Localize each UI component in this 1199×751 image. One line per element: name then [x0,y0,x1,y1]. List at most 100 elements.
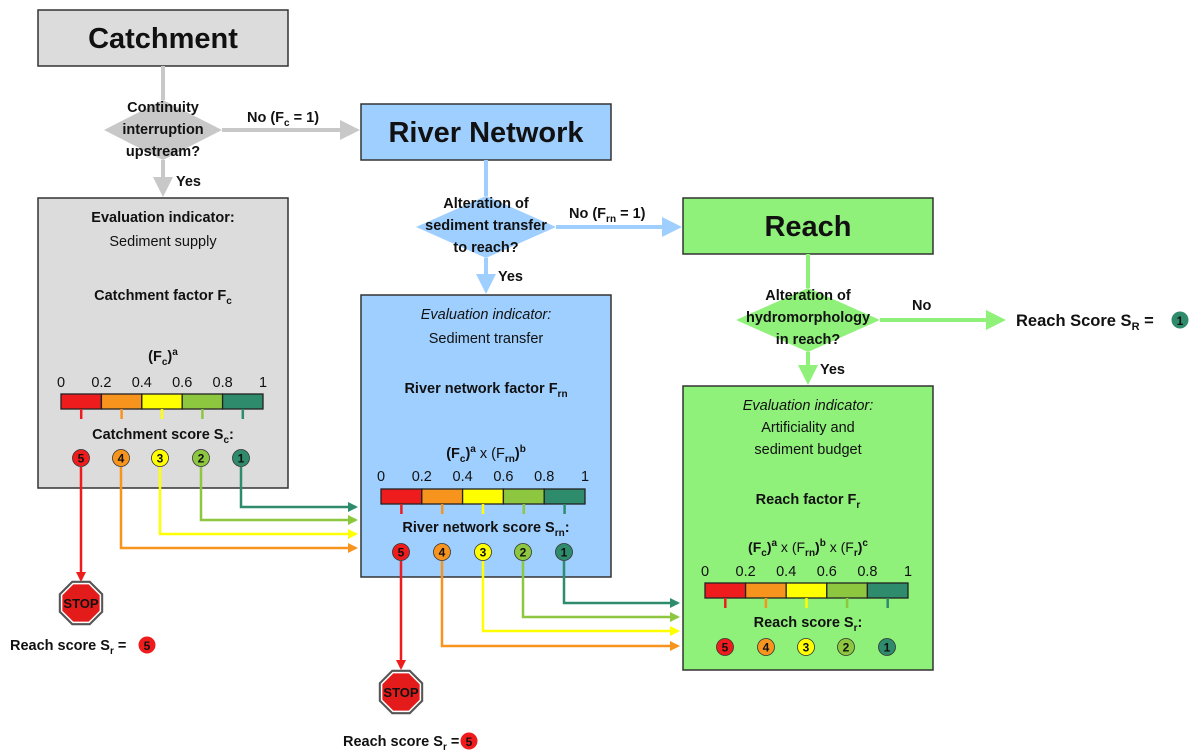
scale-tick-label: 0 [701,564,709,580]
reach-indicator-line-2: sediment budget [754,442,861,458]
scale-segment-5 [60,393,103,410]
network-title-box [360,103,612,161]
catchment-indicator: Sediment supply [109,234,217,250]
stop-2-result-badge [460,732,478,750]
scale-tick-label: 0.4 [132,375,152,391]
scale-segment-2 [181,393,224,410]
scale-segment-4 [744,582,787,599]
catchment-score-label: Catchment score Sc: [92,427,234,446]
network-score-1-arrow [562,561,680,608]
reach-result-badge [1171,311,1189,329]
scale-tick-label: 0.6 [817,564,837,580]
stop-1-result-badge-text: 5 [144,639,151,653]
scale-tick-label: 0.6 [172,375,192,391]
catchment-formula: (Fc)a [148,347,178,368]
score-badge-text: 4 [763,641,770,655]
score-badge-text: 1 [561,546,568,560]
scale-segment-2 [826,582,869,599]
score-badge-2 [837,638,855,656]
stop-1-result: Reach score Sr = [10,638,126,657]
stop-2-result-badge-text: 5 [466,735,473,749]
scale-tick-label: 0.8 [213,375,233,391]
network-decision-line-2: sediment transfer [425,218,547,234]
score-badge-text: 2 [520,546,527,560]
catchment-no-label: No (Fc = 1) [247,110,319,129]
scale-segment-5 [704,582,747,599]
reach-result: Reach Score SR = [1016,312,1154,333]
score-badge-5 [392,543,410,561]
score-badge-4 [433,543,451,561]
score-badge-text: 5 [78,452,85,466]
scale-tick-label: 0.2 [412,469,432,485]
score-badge-1 [878,638,896,656]
scale-tick-label: 0.2 [91,375,111,391]
scale-tick-label: 0 [57,375,65,391]
catchment-decision-diamond [104,100,222,160]
catchment-title-box [37,9,289,67]
catchment-title: Catchment [88,23,238,55]
network-indicator: Sediment transfer [429,331,544,347]
catchment-score-4-arrow [119,467,358,553]
stop-sign: STOP [378,669,424,715]
scale-tick-label: 0.8 [857,564,877,580]
network-indicator-box [360,294,612,578]
reach-title-box [682,197,934,255]
catchment-indicator-box [37,197,289,489]
reach-indicator-label: Evaluation indicator: [743,398,874,414]
score-badge-text: 3 [480,546,487,560]
reach-decision-line-1: Alteration of [765,288,851,304]
catchment-indicator-label: Evaluation indicator: [91,210,234,226]
catchment-decision-line-1: Continuity [127,100,199,116]
catchment-factor: Catchment factor Fc [94,288,232,307]
scale-tick-label: 0.4 [453,469,473,485]
scale-segment-4 [100,393,143,410]
scale-segment-1 [866,582,909,599]
reach-indicator-line-1: Artificiality and [761,420,854,436]
score-badge-text: 5 [722,641,729,655]
reach-indicator-box [682,385,934,671]
score-badge-4 [757,638,775,656]
stop-sign-label: STOP [63,596,98,611]
score-badge-text: 5 [398,546,405,560]
score-badge-5 [716,638,734,656]
score-badge-text: 3 [803,641,810,655]
network-score-label: River network score Srn: [402,520,569,539]
stop-sign: STOP [58,580,104,626]
score-badge-5 [72,449,90,467]
scale-tick-label: 0.6 [493,469,513,485]
reach-decision-diamond [736,288,880,352]
scale-tick-label: 0.8 [534,469,554,485]
score-badge-text: 3 [157,452,164,466]
network-decision-line-1: Alteration of [443,196,529,212]
scale-segment-3 [141,393,183,410]
score-badge-1 [232,449,250,467]
stop-sign-label: STOP [383,685,418,700]
scale-segment-1 [221,393,264,410]
reach-decision-line-2: hydromorphology [746,310,870,326]
network-score-4-arrow [440,561,680,651]
scale-tick-label: 0 [377,469,385,485]
network-decision-line-3: to reach? [453,240,518,256]
scale-segment-3 [785,582,828,599]
scale-segment-3 [461,488,505,505]
scale-segment-1 [543,488,586,505]
scale-tick-label: 1 [581,469,589,485]
score-badge-3 [151,449,169,467]
catchment-score-2-arrow [199,467,358,525]
score-badge-text: 1 [238,452,245,466]
catchment-score-1-arrow [239,467,358,512]
reach-formula: (Fc)a x (Frn)b x (Fr)c [748,538,868,559]
reach-decision-line-3: in reach? [776,332,841,348]
scale-tick-label: 0.4 [776,564,796,580]
catchment-yes-label: Yes [176,174,201,190]
score-badge-2 [514,543,532,561]
reach-score-label: Reach score Sr: [754,615,863,634]
reach-title: Reach [764,211,851,243]
network-no-label: No (Frn = 1) [569,206,646,225]
stop-sign-face [60,582,102,624]
catchment-decision-line-2: interruption [122,122,203,138]
